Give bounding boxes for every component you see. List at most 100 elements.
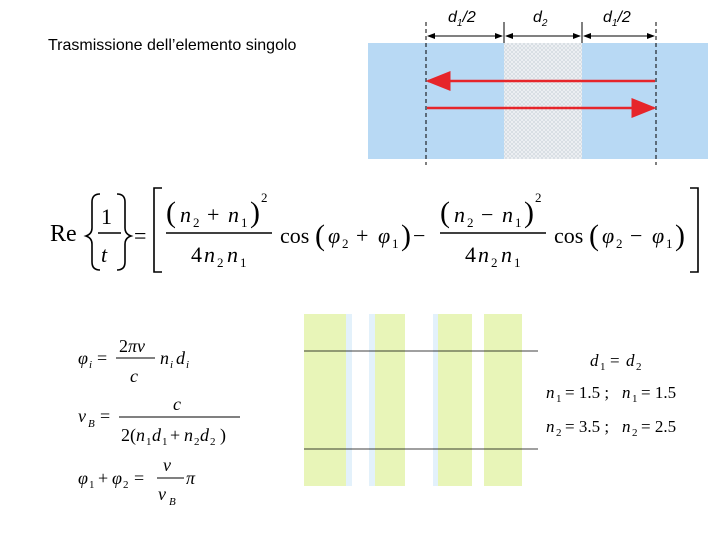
svg-text:d: d: [590, 351, 599, 370]
svg-text:−: −: [481, 202, 493, 227]
svg-text:=: =: [100, 406, 110, 426]
svg-text:+: +: [356, 223, 368, 248]
svg-text:=: =: [610, 351, 620, 370]
svg-text:1: 1: [392, 236, 399, 251]
svg-text:n: n: [546, 417, 555, 436]
svg-text:2: 2: [632, 427, 638, 439]
svg-text:n: n: [227, 242, 238, 267]
svg-text:1: 1: [162, 436, 168, 448]
svg-text:n: n: [501, 242, 512, 267]
svg-text:2: 2: [119, 336, 128, 356]
svg-text:2: 2: [342, 236, 349, 251]
svg-text:i: i: [170, 359, 173, 371]
svg-text:−: −: [413, 223, 425, 248]
svg-text:n: n: [228, 202, 239, 227]
svg-text:1: 1: [514, 255, 521, 270]
svg-text:2: 2: [210, 436, 216, 448]
stripe-n1: [484, 314, 522, 486]
slide-title: Trasmissione dell’elemento singolo: [48, 37, 297, 54]
svg-text:d: d: [176, 348, 186, 368]
svg-text:n: n: [180, 202, 191, 227]
svg-text:Re: Re: [50, 221, 77, 247]
svg-text:2(: 2(: [121, 425, 136, 446]
svg-text:φ: φ: [112, 468, 122, 488]
svg-text:c: c: [130, 366, 138, 386]
svg-text:2: 2: [491, 255, 498, 270]
svg-text:B: B: [88, 418, 95, 430]
svg-text:=: =: [134, 223, 146, 248]
svg-text:): ): [220, 425, 226, 446]
svg-text:t: t: [101, 242, 108, 267]
svg-text:1: 1: [146, 436, 152, 448]
svg-text:n: n: [454, 202, 465, 227]
svg-text:): ): [401, 219, 411, 252]
stripe-stack: [304, 314, 538, 486]
svg-text:2: 2: [556, 427, 562, 439]
svg-text:2: 2: [467, 215, 474, 230]
svg-text:2: 2: [217, 255, 224, 270]
svg-text:+: +: [170, 425, 180, 445]
svg-text:(: (: [315, 219, 325, 252]
svg-text:i: i: [89, 359, 92, 371]
svg-text:cos: cos: [280, 223, 309, 248]
svg-text:ν: ν: [163, 455, 171, 475]
svg-text:n: n: [136, 425, 145, 445]
svg-text:(: (: [589, 219, 599, 252]
svg-text:φ: φ: [378, 223, 390, 248]
stripe-n1: [304, 314, 346, 486]
svg-text:−: −: [630, 223, 642, 248]
svg-text:(: (: [440, 196, 450, 229]
svg-text:1: 1: [89, 479, 95, 491]
svg-text:): ): [250, 196, 260, 229]
svg-text:(: (: [166, 196, 176, 229]
svg-text:= 1.5 ;: = 1.5 ;: [565, 383, 609, 402]
svg-text:φ: φ: [328, 223, 340, 248]
svg-text:πν: πν: [128, 336, 145, 356]
svg-text:1: 1: [632, 393, 638, 405]
svg-text:d: d: [200, 425, 210, 445]
svg-text:2: 2: [616, 236, 623, 251]
layer-n1-left: [368, 43, 504, 159]
svg-text:1: 1: [600, 361, 606, 373]
svg-text:=: =: [134, 468, 144, 488]
svg-text:n: n: [160, 348, 169, 368]
svg-text:ν: ν: [158, 484, 166, 504]
svg-text:i: i: [186, 359, 189, 371]
svg-text:2: 2: [193, 215, 200, 230]
stripe-n1: [438, 314, 472, 486]
svg-text:φ: φ: [652, 223, 664, 248]
svg-text:φ: φ: [78, 468, 88, 488]
dimension-label-middle: d2: [533, 9, 548, 30]
svg-text:1: 1: [556, 393, 562, 405]
svg-text:φ: φ: [78, 348, 88, 368]
svg-text:d: d: [626, 351, 635, 370]
svg-text:2: 2: [194, 436, 200, 448]
svg-text:ν: ν: [78, 406, 86, 426]
svg-text:=: =: [97, 348, 107, 368]
layer-n1-right: [582, 43, 708, 159]
svg-text:+: +: [98, 468, 108, 488]
svg-text:2: 2: [261, 190, 268, 205]
dimension-label-right: d1/2: [603, 9, 631, 30]
formula-phi-sum: φ 1 + φ 2 = ν ν B π: [78, 455, 196, 508]
svg-text:π: π: [186, 468, 196, 488]
svg-text:n: n: [502, 202, 513, 227]
svg-text:B: B: [169, 496, 176, 508]
svg-text:2: 2: [636, 361, 642, 373]
svg-text:c: c: [173, 394, 181, 414]
svg-text:n: n: [622, 417, 631, 436]
svg-text:1: 1: [666, 236, 673, 251]
svg-text:n: n: [546, 383, 555, 402]
main-formula: Re 1 t = ( n 2 + n 1 ) 2 4 n 2 n 1 cos (…: [50, 187, 699, 273]
svg-text:= 3.5 ;: = 3.5 ;: [565, 417, 609, 436]
dimension-label-left: d1/2: [448, 9, 476, 30]
svg-text:n: n: [184, 425, 193, 445]
svg-text:cos: cos: [554, 223, 583, 248]
svg-text:n: n: [204, 242, 215, 267]
svg-text:n: n: [622, 383, 631, 402]
svg-text:4: 4: [191, 242, 202, 267]
svg-text:1: 1: [101, 204, 112, 229]
svg-text:2: 2: [535, 190, 542, 205]
svg-text:+: +: [207, 202, 219, 227]
